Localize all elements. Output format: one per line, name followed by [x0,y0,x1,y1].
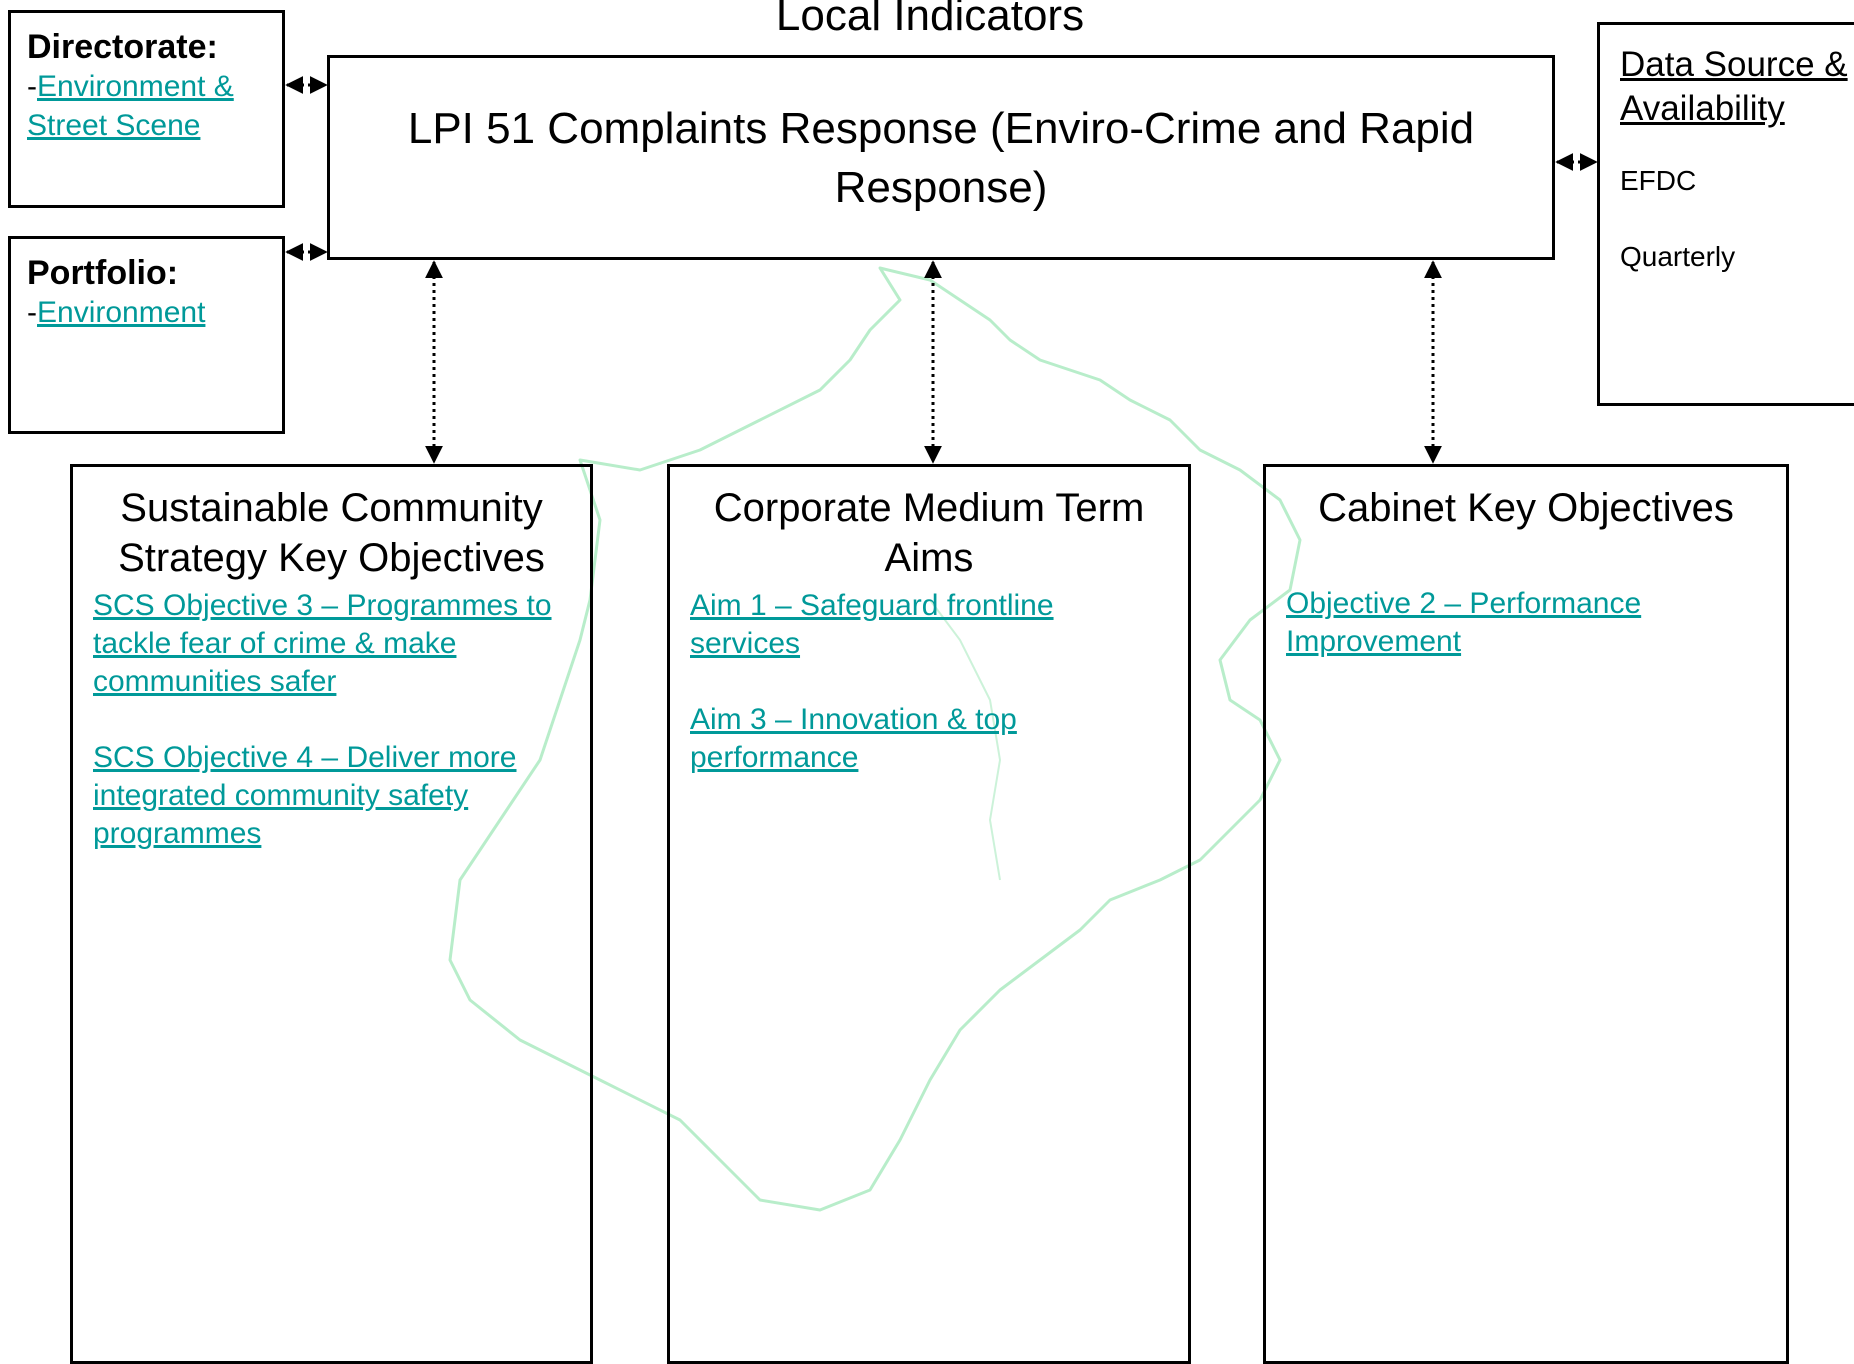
data-source-title: Data Source & Availability [1620,45,1848,128]
portfolio-link[interactable]: Environment [37,296,206,329]
portfolio-value: -Environment [27,293,266,332]
corporate-aims-box: Corporate Medium Term Aims Aim 1 – Safeg… [667,464,1191,1364]
cabinet-objectives-title: Cabinet Key Objectives [1318,486,1734,530]
directorate-value: -Environment & Street Scene [27,67,266,145]
indicator-title: LPI 51 Complaints Response (Enviro-Crime… [407,103,1475,212]
corporate-aim-link[interactable]: Aim 1 – Safeguard frontline services [690,589,1054,660]
cabinet-objectives-list: Objective 2 – Performance Improvement [1266,533,1786,661]
data-source-name: EFDC [1620,165,1697,196]
portfolio-label: Portfolio: [27,254,179,292]
corporate-aim-link[interactable]: Aim 3 – Innovation & top performance [690,703,1017,774]
data-source-box: Data Source & Availability EFDC Quarterl… [1597,22,1854,406]
corporate-aims-list: Aim 1 – Safeguard frontline services Aim… [670,583,1188,777]
corporate-aims-title: Corporate Medium Term Aims [713,486,1145,580]
scs-objectives-box: Sustainable Community Strategy Key Objec… [70,464,593,1364]
scs-objective-link[interactable]: SCS Objective 3 – Programmes to tackle f… [93,589,552,698]
cabinet-objective-link[interactable]: Objective 2 – Performance Improvement [1286,587,1642,658]
scs-objectives-title: Sustainable Community Strategy Key Objec… [118,486,545,580]
page-title: Local Indicators [775,0,1085,40]
directorate-label: Directorate: [27,28,218,66]
scs-objectives-list: SCS Objective 3 – Programmes to tackle f… [73,583,590,853]
data-source-frequency: Quarterly [1620,241,1736,272]
indicator-box: LPI 51 Complaints Response (Enviro-Crime… [327,55,1555,260]
directorate-link[interactable]: Environment & Street Scene [27,70,234,142]
cabinet-objectives-box: Cabinet Key Objectives Objective 2 – Per… [1263,464,1789,1364]
directorate-box: Directorate: -Environment & Street Scene [8,10,285,208]
scs-objective-link[interactable]: SCS Objective 4 – Deliver more integrate… [93,741,517,850]
portfolio-prefix: - [27,296,37,329]
directorate-prefix: - [27,70,37,103]
portfolio-box: Portfolio: -Environment [8,236,285,434]
